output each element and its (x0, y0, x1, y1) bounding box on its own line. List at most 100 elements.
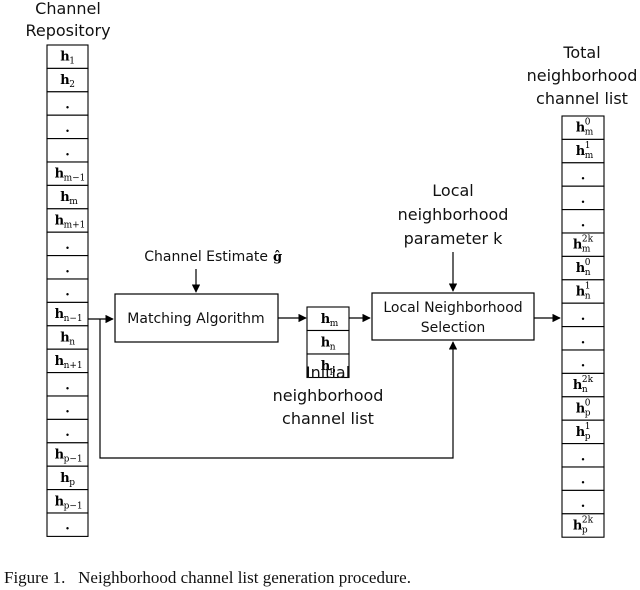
repository-ellipsis-dot: . (65, 261, 70, 276)
repository-channel-symbol: h (60, 331, 70, 346)
total-list-ellipsis-dot: . (581, 169, 586, 184)
total-list-channel-subscript: n (582, 385, 588, 395)
total-list-channel-superscript: 2k (582, 235, 594, 245)
total-list-channel-subscript: p (582, 526, 588, 536)
initial-list-channel-subscript: p (330, 366, 336, 376)
repository-ellipsis-dot: . (65, 519, 70, 534)
total-list-channel-subscript: p (585, 432, 591, 442)
total-list-channel-symbol: h (576, 121, 586, 136)
matching-algorithm-box (114, 293, 279, 343)
total-list-channel-subscript: m (585, 128, 594, 138)
total-list-title-line1: Total (562, 43, 600, 62)
total-list-channel-superscript: 0 (585, 399, 591, 409)
repository-title-line2: Repository (25, 21, 110, 40)
repository-cell (46, 512, 89, 537)
initial-list-channel-subscript: n (330, 342, 336, 352)
total-list-ellipsis-dot: . (581, 473, 586, 488)
total-list-ellipsis-dot: . (581, 309, 586, 324)
repository-channel-subscript: 2 (69, 80, 75, 90)
local-param-line3: parameter k (404, 229, 504, 248)
total-list-channel-symbol: h (576, 144, 586, 159)
initial-list-title-line1: Initial (306, 363, 350, 382)
repository-channel-symbol: h (55, 167, 65, 182)
total-list-channel-subscript: m (582, 245, 591, 255)
local-selection-line1: Local Neighborhood (383, 300, 522, 316)
repository-channel-subscript: p−1 (64, 455, 83, 465)
repository-channel-subscript: p−1 (64, 501, 83, 511)
total-list-channel-superscript: 0 (585, 118, 591, 128)
total-list-channel-subscript: n (585, 292, 591, 302)
local-selection-box (371, 292, 535, 341)
repository-ellipsis-dot: . (65, 238, 70, 253)
local-param-line1: Local (432, 181, 473, 200)
initial-list-channel-symbol: h (321, 335, 331, 350)
total-list-channel-superscript: 2k (582, 516, 594, 526)
total-list-channel-subscript: m (585, 151, 594, 161)
total-list-channel-symbol: h (576, 285, 586, 300)
total-list-ellipsis-dot: . (581, 332, 586, 347)
repository-channel-symbol: h (60, 73, 70, 88)
total-list-channel-symbol: h (573, 378, 583, 393)
repository-channel-symbol: h (55, 448, 65, 463)
total-list-channel-superscript: 0 (585, 258, 591, 268)
local-param-line2: neighborhood (398, 205, 509, 224)
repository-ellipsis-dot: . (65, 425, 70, 440)
total-list-channel-subscript: p (585, 409, 591, 419)
initial-list-channel-symbol: h (321, 359, 331, 374)
repository-ellipsis-dot: . (65, 402, 70, 417)
channel-estimate-label: Channel Estimate (144, 249, 268, 265)
total-list-channel-symbol: h (576, 261, 586, 276)
repository-channel-subscript: n−1 (64, 314, 83, 324)
total-list-channel-subscript: n (585, 268, 591, 278)
initial-list-title-line3: channel list (282, 409, 374, 428)
repository-channel-symbol: h (60, 190, 70, 205)
total-list-channel-symbol: h (576, 425, 586, 440)
repository-channel-subscript: m−1 (64, 174, 86, 184)
repository-ellipsis-dot: . (65, 121, 70, 136)
repository-channel-subscript: n+1 (64, 361, 83, 371)
total-list-channel-superscript: 1 (585, 141, 591, 151)
matching-algorithm-label: Matching Algorithm (127, 311, 264, 327)
total-list-ellipsis-dot: . (581, 449, 586, 464)
initial-list-channel-subscript: m (330, 319, 339, 329)
repository-channel-symbol: h (55, 214, 65, 229)
repository-channel-subscript: n (69, 338, 75, 348)
repository-channel-subscript: m+1 (64, 221, 86, 231)
repository-ellipsis-dot: . (65, 144, 70, 159)
repository-ellipsis-dot: . (65, 378, 70, 393)
repository-channel-symbol: h (55, 354, 65, 369)
repository-channel-subscript: m (69, 197, 78, 207)
total-list-ellipsis-dot: . (581, 192, 586, 207)
repository-ellipsis-dot: . (65, 98, 70, 113)
total-list-channel-superscript: 1 (585, 282, 591, 292)
repository-channel-symbol: h (60, 50, 70, 65)
total-list-channel-symbol: h (576, 402, 586, 417)
repository-channel-subscript: 1 (69, 57, 75, 67)
initial-list-title-line2: neighborhood (273, 386, 384, 405)
repository-channel-subscript: p (69, 478, 75, 488)
repository-channel-symbol: h (55, 307, 65, 322)
total-list-channel-symbol: h (573, 238, 583, 253)
repository-ellipsis-dot: . (65, 285, 70, 300)
total-list-ellipsis-dot: . (581, 215, 586, 230)
initial-list-cell (306, 353, 350, 379)
total-list-ellipsis-dot: . (581, 496, 586, 511)
total-list-title-line2: neighborhood (527, 66, 638, 85)
repository-channel-symbol: h (55, 494, 65, 509)
local-selection-line2: Selection (421, 320, 486, 336)
initial-list-channel-symbol: h (321, 312, 331, 327)
channel-estimate-symbol: ĝ (273, 250, 282, 265)
figure-caption: Figure 1. Neighborhood channel list gene… (4, 568, 411, 587)
total-list-channel-symbol: h (573, 519, 583, 534)
repository-title-line1: Channel (35, 0, 101, 18)
total-list-ellipsis-dot: . (581, 356, 586, 371)
repo-to-selection-feedback-arrow (99, 319, 458, 459)
total-list-channel-superscript: 2k (582, 375, 594, 385)
repository-channel-symbol: h (60, 471, 70, 486)
total-list-channel-superscript: 1 (585, 422, 591, 432)
total-list-title-line3: channel list (536, 89, 628, 108)
